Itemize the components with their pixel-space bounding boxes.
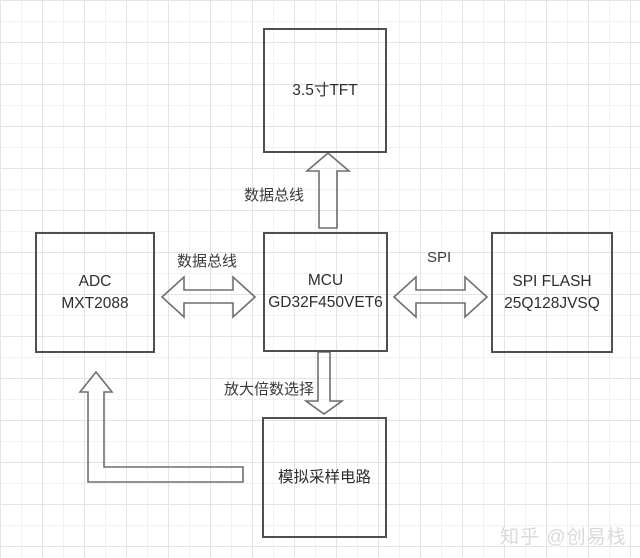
block-analog-sampling-label: 模拟采样电路 <box>277 468 371 486</box>
block-adc-line2: MXT2088 <box>61 294 129 312</box>
label-data-bus-vertical: 数据总线 <box>244 187 305 204</box>
block-spi-flash-line1: SPI FLASH <box>512 272 592 290</box>
block-tft-display: 3.5寸TFT <box>263 28 387 153</box>
block-tft-label: 3.5寸TFT <box>292 81 358 99</box>
block-adc-line1: ADC <box>78 272 112 290</box>
block-adc: ADC MXT2088 <box>35 232 155 353</box>
block-spi-flash: SPI FLASH 25Q128JVSQ <box>491 232 613 353</box>
label-data-bus-horizontal: 数据总线 <box>177 253 238 270</box>
arrow-double-mcu-flash-icon <box>392 275 489 319</box>
zhihu-watermark: 知乎 @创易栈 <box>500 527 627 548</box>
label-spi: SPI <box>427 249 452 266</box>
block-mcu-line1: MCU <box>307 272 344 290</box>
arrow-up-mcu-to-tft-icon <box>304 151 352 229</box>
arrow-down-mcu-to-analog-icon <box>303 351 345 415</box>
arrow-double-adc-mcu-icon <box>160 275 257 319</box>
arrow-elbow-analog-to-adc-icon <box>78 370 244 483</box>
block-spi-flash-line2: 25Q128JVSQ <box>504 294 600 312</box>
label-gain-select: 放大倍数选择 <box>224 381 315 398</box>
block-analog-sampling: 模拟采样电路 <box>262 417 387 538</box>
block-mcu-line2: GD32F450VET6 <box>268 294 383 311</box>
block-mcu: MCU GD32F450VET6 <box>263 232 388 352</box>
